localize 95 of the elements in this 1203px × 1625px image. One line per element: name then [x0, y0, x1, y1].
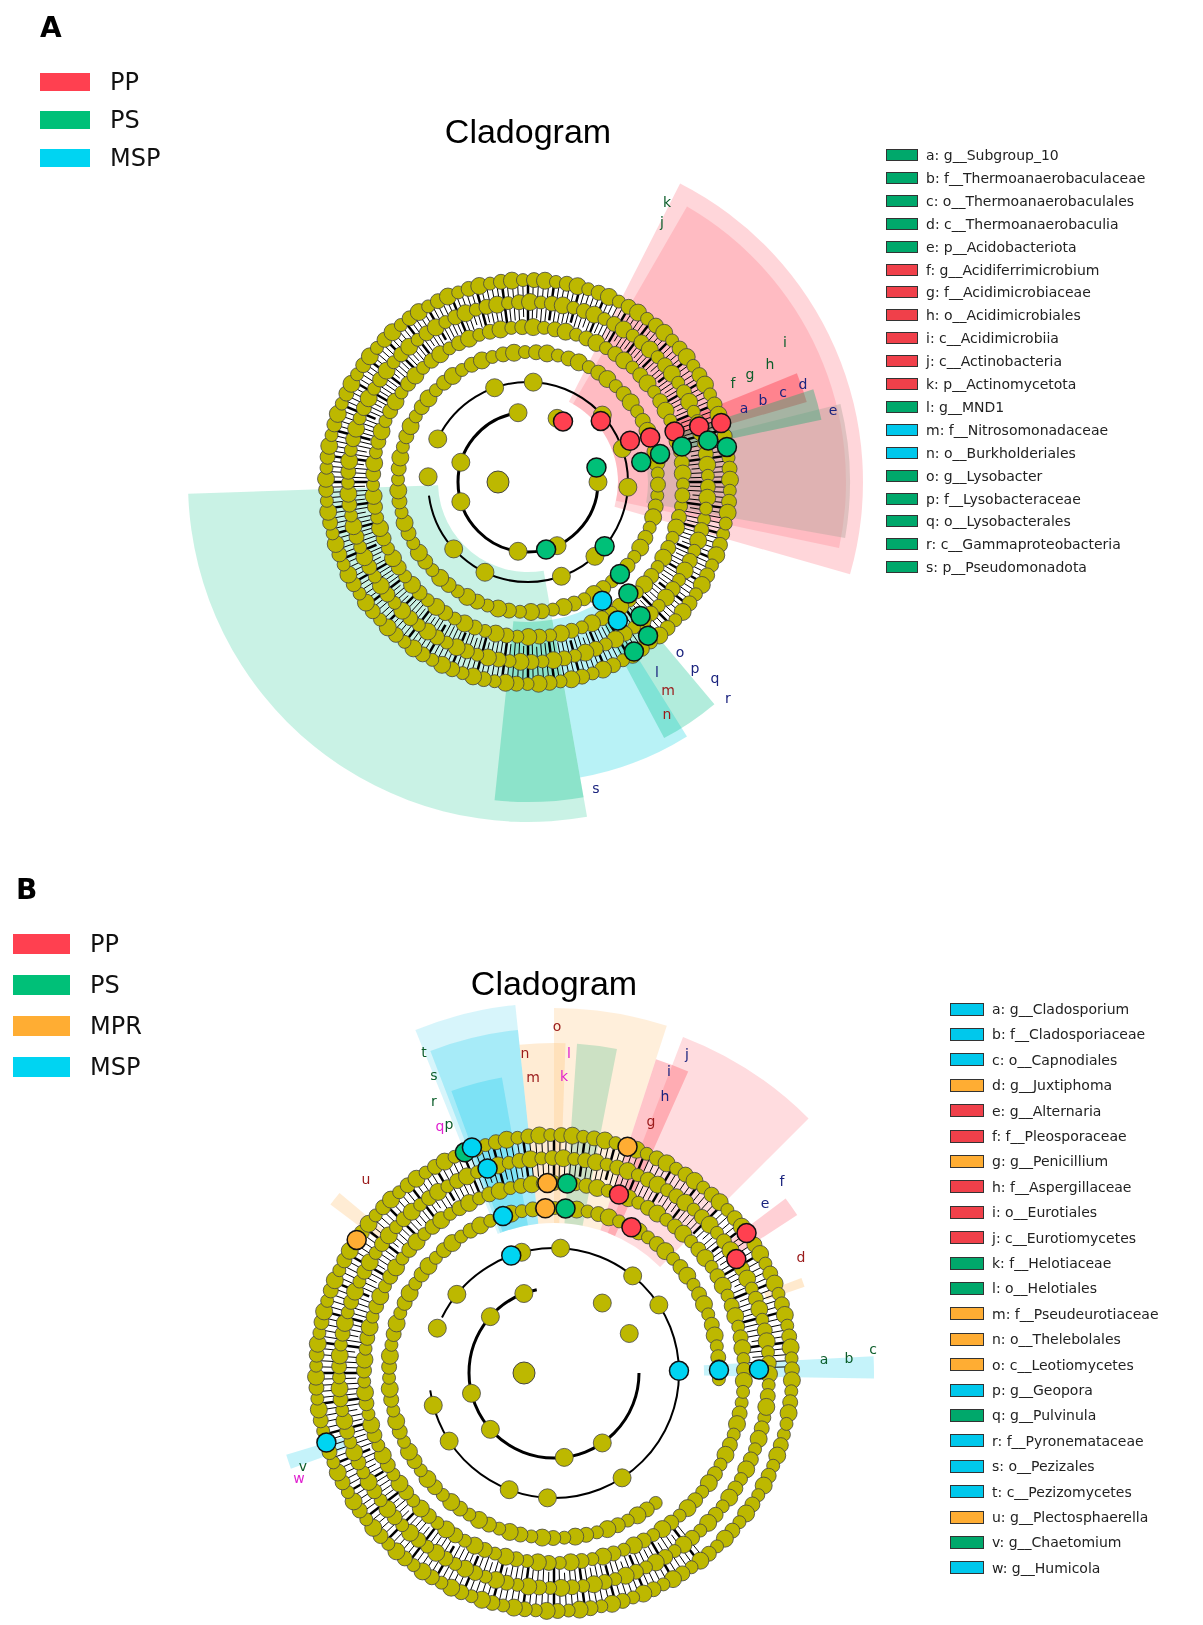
clade-letter: k	[662, 195, 672, 209]
clade-letter: f	[730, 376, 736, 390]
clade-letter: n	[662, 707, 672, 721]
legend-label: r: f__Pyronemataceae	[992, 1433, 1144, 1448]
legend-label: b: f__Thermoanaerobaculaceae	[926, 170, 1146, 185]
clade-letter: f	[779, 1174, 785, 1188]
clade-letter: k	[559, 1069, 569, 1083]
clade-letter: v	[298, 1459, 308, 1473]
legend-label: h: f__Aspergillaceae	[992, 1179, 1132, 1194]
legend-label: q: g__Pulvinula	[992, 1408, 1097, 1423]
clade-letter: q	[435, 1119, 445, 1133]
clade-letter: l	[567, 1046, 571, 1060]
clade-letter: n	[520, 1046, 530, 1060]
panel-letter: B	[16, 876, 38, 904]
clade-letter: c	[779, 385, 787, 399]
legend-label: f: g__Acidiferrimicrobium	[926, 262, 1100, 277]
legend-label: c: o__Capnodiales	[992, 1052, 1118, 1067]
legend-label: t: c__Pezizomycetes	[992, 1484, 1132, 1499]
clade-letter: d	[796, 1250, 806, 1264]
clade-letter: b	[758, 393, 768, 407]
legend-label: w: g__Humicola	[992, 1560, 1101, 1575]
clade-letter: w	[293, 1471, 305, 1485]
legend-label: e: g__Alternaria	[992, 1103, 1102, 1118]
legend-label: PP	[110, 70, 139, 94]
legend-label: g: f__Acidimicrobiaceae	[926, 285, 1091, 300]
legend-label: f: f__Pleosporaceae	[992, 1129, 1127, 1143]
clade-letter: e	[760, 1196, 770, 1210]
legend-label: k: p__Actinomycetota	[926, 377, 1077, 391]
legend-label: i: o__Eurotiales	[992, 1205, 1098, 1220]
clade-letter: j	[660, 215, 664, 229]
legend-label: s: o__Pezizales	[992, 1459, 1095, 1474]
legend-label: v: g__Chaetomium	[992, 1535, 1122, 1550]
clade-letter: g	[745, 367, 755, 381]
clade-letter: h	[765, 357, 775, 371]
clade-letter: o	[552, 1019, 562, 1033]
clade-letter: j	[685, 1047, 689, 1061]
legend-label: p: g__Geopora	[992, 1383, 1093, 1397]
clade-letter: m	[661, 683, 675, 697]
legend-label: o: c__Leotiomycetes	[992, 1357, 1134, 1372]
legend-label: j: c__Eurotiomycetes	[992, 1230, 1137, 1245]
legend-label: j: c__Actinobacteria	[926, 354, 1063, 369]
legend-label: u: g__Plectosphaerella	[992, 1510, 1149, 1524]
legend-label: b: f__Cladosporiaceae	[992, 1027, 1146, 1042]
legend-label: n: o__Burkholderiales	[926, 445, 1076, 460]
clade-letter: t	[421, 1045, 427, 1059]
legend-label: PS	[90, 973, 120, 997]
clade-letter: h	[660, 1089, 670, 1103]
clade-letter: i	[783, 335, 787, 349]
legend-label: l: o__Helotiales	[992, 1281, 1097, 1296]
legend-label: l: g__MND1	[926, 399, 1005, 414]
legend-label: MSP	[90, 1055, 141, 1079]
clade-letter: r	[725, 691, 731, 705]
legend-label: n: o__Thelebolales	[992, 1332, 1121, 1347]
clade-letter: a	[739, 401, 749, 415]
legend-label: d: g__Juxtiphoma	[992, 1078, 1113, 1093]
legend-label: MPR	[90, 1014, 142, 1038]
legend-label: i: c__Acidimicrobiia	[926, 331, 1059, 346]
clade-letter: s	[592, 781, 600, 795]
clade-letter: u	[361, 1172, 371, 1186]
clade-letter: q	[710, 671, 720, 685]
legend-label: k: f__Helotiaceae	[992, 1256, 1112, 1270]
clade-letter: m	[526, 1070, 540, 1084]
legend-label: s: p__Pseudomonadota	[926, 560, 1087, 575]
clade-letter: p	[690, 661, 700, 675]
legend-label: PP	[90, 932, 119, 956]
clade-letter: r	[431, 1094, 437, 1108]
legend-label: d: c__Thermoanaerobaculia	[926, 216, 1119, 231]
legend-label: e: p__Acidobacteriota	[926, 239, 1077, 254]
clade-letter: l	[655, 665, 659, 679]
clade-letter: s	[430, 1068, 438, 1082]
clade-letter: c	[869, 1342, 877, 1356]
legend-label: c: o__Thermoanaerobaculales	[926, 193, 1135, 208]
chart-title: Cladogram	[444, 114, 612, 148]
clade-letter: o	[675, 645, 685, 659]
legend-label: q: o__Lysobacterales	[926, 514, 1071, 529]
legend-label: r: c__Gammaproteobacteria	[926, 537, 1121, 552]
clade-letter: g	[646, 1114, 656, 1128]
clade-letter: b	[844, 1351, 854, 1365]
chart-title: Cladogram	[470, 966, 638, 1000]
legend-label: h: o__Acidimicrobiales	[926, 308, 1081, 323]
legend-label: m: f__Pseudeurotiaceae	[992, 1306, 1159, 1321]
clade-letter: e	[828, 403, 838, 417]
legend-label: a: g__Cladosporium	[992, 1002, 1130, 1016]
clade-letter: a	[819, 1352, 829, 1366]
legend-label: MSP	[110, 146, 161, 170]
legend-label: o: g__Lysobacter	[926, 468, 1043, 483]
legend-label: m: f__Nitrosomonadaceae	[926, 422, 1109, 437]
legend-label: g: g__Penicillium	[992, 1154, 1109, 1169]
clade-letter: p	[444, 1117, 454, 1131]
clade-letter: d	[798, 377, 808, 391]
legend-label: PS	[110, 108, 140, 132]
clade-letter: i	[667, 1064, 671, 1078]
legend-label: a: g__Subgroup_10	[926, 148, 1059, 162]
panel-letter: A	[40, 14, 62, 42]
legend-label: p: f__Lysobacteraceae	[926, 491, 1081, 506]
